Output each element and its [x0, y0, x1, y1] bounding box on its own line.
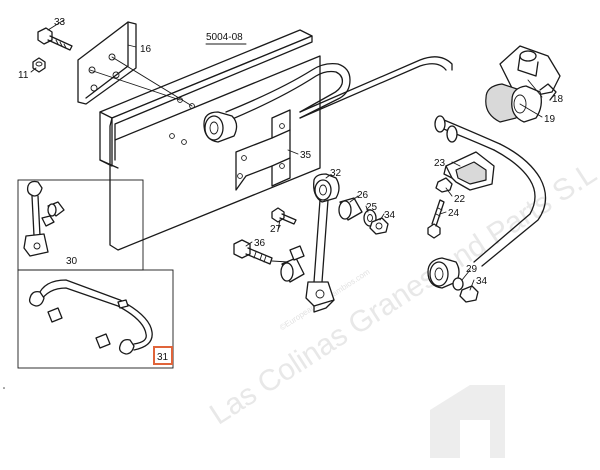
callout-29: 29	[466, 264, 478, 275]
callout-22: 22	[454, 194, 466, 205]
bolt-36	[233, 239, 273, 265]
callout-23: 23	[434, 158, 446, 169]
stabilizer-bar	[225, 56, 547, 267]
bar-end-eye-left	[203, 111, 238, 143]
callout-19: 19	[544, 114, 556, 125]
leader-lines	[30, 19, 543, 291]
callout-25: 25	[366, 202, 378, 213]
callout-11: 11	[18, 70, 29, 81]
nut-34-upper	[369, 217, 389, 235]
frame-rail	[99, 29, 321, 251]
bolt-27	[271, 207, 297, 225]
edge-dot	[3, 387, 5, 389]
callout-18: 18	[552, 94, 564, 105]
link-rod	[305, 173, 340, 313]
callout-16: 16	[140, 44, 152, 55]
mounting-plate	[77, 21, 193, 107]
reference-code: 5004-08	[206, 32, 243, 43]
callout-31-highlight	[153, 346, 173, 365]
watermark-stamp-icon	[430, 385, 505, 458]
callout-35: 35	[300, 150, 312, 161]
callout-31: 31	[157, 352, 169, 363]
washer-nut-right	[452, 277, 479, 303]
callout-34-upper: 34	[384, 210, 396, 221]
callout-36: 36	[254, 238, 266, 249]
callout-24: 24	[448, 208, 460, 219]
nut-11	[32, 57, 46, 73]
bar-end-eye-right	[427, 257, 460, 289]
nut-22	[435, 177, 453, 193]
callout-26: 26	[357, 190, 369, 201]
callout-34-lower: 34	[476, 276, 488, 287]
bolt-24	[427, 199, 445, 239]
clamp-23	[443, 151, 495, 191]
callout-30: 30	[66, 256, 78, 267]
inset-box-31	[17, 269, 174, 369]
bracket-18	[485, 45, 561, 123]
bolt-33	[37, 27, 73, 51]
bracket-35	[235, 109, 291, 191]
callout-32: 32	[330, 168, 342, 179]
callout-33: 33	[54, 17, 66, 28]
watermark-text: Las Colinas Granes and Parts S.L	[204, 157, 600, 432]
bushing-lower	[280, 245, 305, 283]
bushing-26	[338, 197, 363, 221]
callout-27: 27	[270, 224, 282, 235]
